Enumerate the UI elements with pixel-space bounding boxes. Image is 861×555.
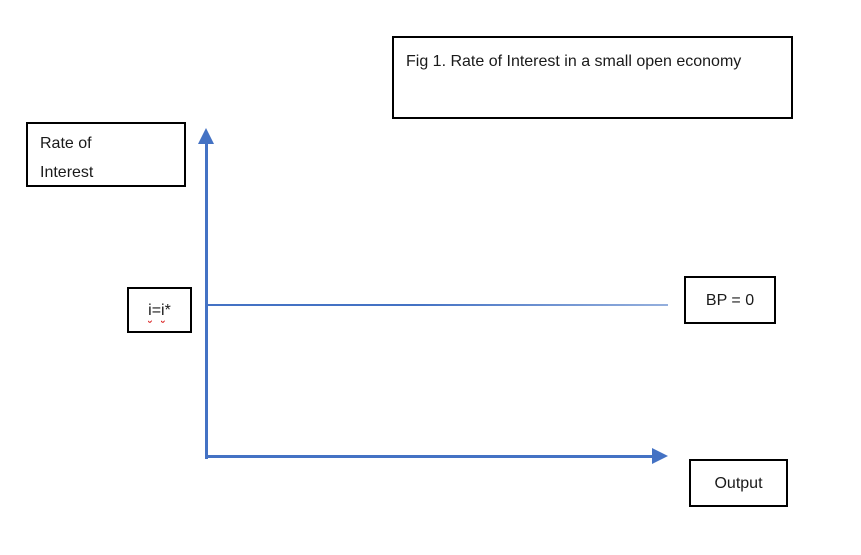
y-axis-label-line1: Rate of <box>40 135 92 152</box>
interest-level-label-part-star: * <box>164 301 171 319</box>
interest-level-label: i=i* <box>148 296 171 325</box>
bp-equals-zero-line <box>207 304 668 306</box>
figure-title-box: Fig 1. Rate of Interest in a small open … <box>392 36 793 119</box>
y-axis-arrowhead-icon <box>198 128 214 144</box>
y-axis-label-box: Rate of Interest <box>26 122 186 187</box>
x-axis-label-box: Output <box>689 459 788 507</box>
bp-curve-label: BP = 0 <box>705 291 755 309</box>
x-axis-label: Output <box>714 474 763 492</box>
interest-level-label-part-eq: = <box>151 301 162 319</box>
figure-title: Fig 1. Rate of Interest in a small open … <box>406 53 742 70</box>
y-axis-label-line2: Interest <box>40 164 94 181</box>
y-axis <box>205 142 208 459</box>
interest-level-label-part-i2: i <box>161 301 165 319</box>
x-axis <box>206 455 653 458</box>
interest-level-label-box: i=i* <box>127 287 192 333</box>
bp-curve-label-box: BP = 0 <box>684 276 776 324</box>
x-axis-arrowhead-icon <box>652 448 668 464</box>
interest-level-label-part-i1: i <box>148 301 152 319</box>
